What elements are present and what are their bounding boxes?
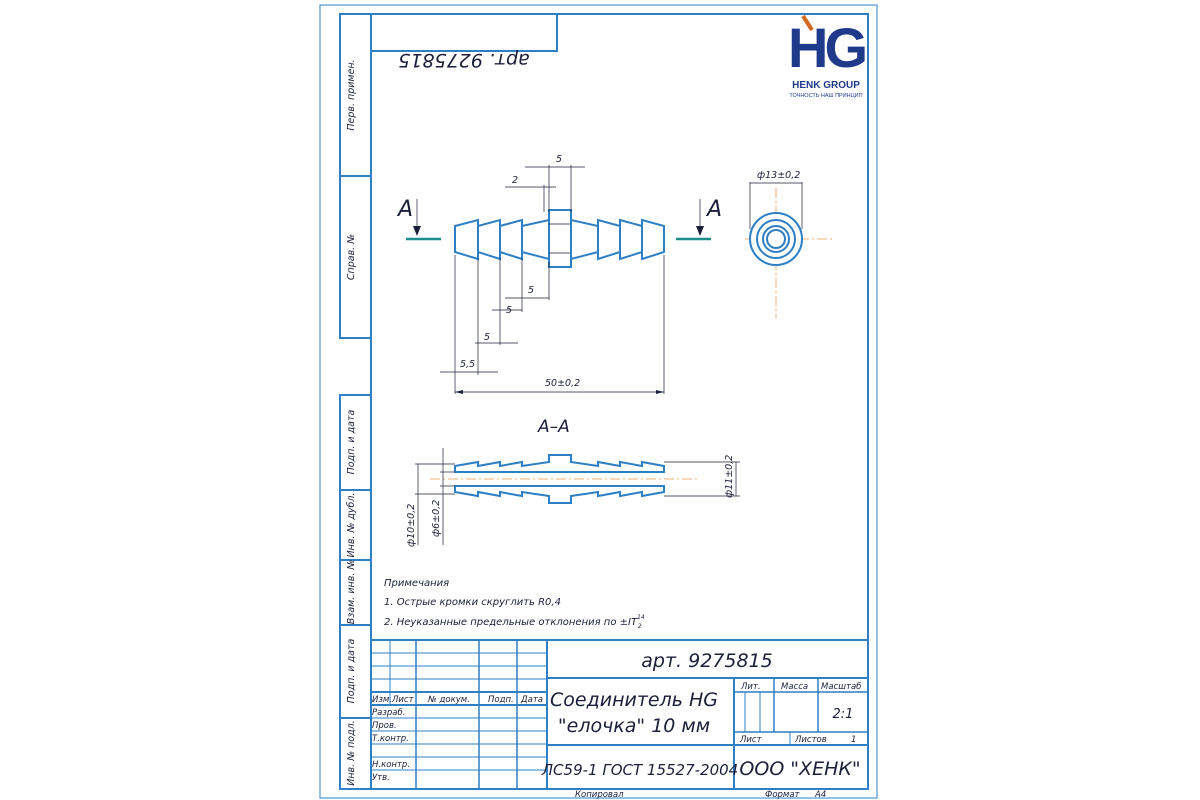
format-label: Формат xyxy=(765,790,801,800)
tb-company: ООО "ХЕНК" xyxy=(739,758,860,780)
logo-accent-icon xyxy=(801,14,814,32)
title-block: арт. 9275815 Соединитель HG "елочка" 10 … xyxy=(370,639,869,790)
dim-barb-diameter: ф11±0,2 xyxy=(724,455,735,498)
tb-row-razrab: Разраб. xyxy=(372,708,405,718)
notes: Примечания 1. Острые кромки скруглить R0… xyxy=(384,578,645,630)
tb-col-izm: Изм. xyxy=(372,695,392,705)
dim-end-barb: 5,5 xyxy=(460,359,475,370)
section-title: А–А xyxy=(537,417,570,437)
format-value: А4 xyxy=(814,790,826,800)
outer-frame xyxy=(319,4,878,799)
side-label-podp-data-1: Подп. и дата xyxy=(346,409,357,474)
end-view: ф13±0,2 xyxy=(745,170,835,318)
tb-article: арт. 9275815 xyxy=(641,650,772,672)
dim-bore-diameter: ф6±0,2 xyxy=(431,500,442,537)
side-label-inv-podl: Инв. № подл. xyxy=(346,720,357,786)
dim-barb-2: 5 xyxy=(506,305,512,316)
tb-masshtab: Масштаб xyxy=(821,682,861,692)
tb-list: Лист xyxy=(739,735,763,745)
side-label-inv-dubl: Инв. № дубл. xyxy=(346,493,357,558)
right-barbs xyxy=(570,218,665,261)
tb-col-podp: Подп. xyxy=(488,695,514,705)
dim-barb-1: 5 xyxy=(528,285,534,296)
section-marker-left: А xyxy=(396,197,413,222)
side-label-podp-data-2: Подп. и дата xyxy=(346,638,357,703)
section-marker-right: А xyxy=(705,197,722,222)
left-barbs xyxy=(454,218,550,261)
inner-frame xyxy=(370,13,869,790)
logo-tagline: ТОЧНОСТЬ НАШ ПРИНЦИП xyxy=(789,93,862,99)
notes-title: Примечания xyxy=(384,578,449,589)
logo-company: HENK GROUP xyxy=(792,80,860,91)
tb-col-data: Дата xyxy=(520,695,543,705)
tb-lit: Лит. xyxy=(740,682,761,692)
tb-row-tkontr: Т.контр. xyxy=(372,734,409,744)
dim-collar-step: 2 xyxy=(512,175,518,186)
dim-total-length: 50±0,2 xyxy=(545,378,580,389)
dim-hex-width: 5 xyxy=(556,154,562,165)
tb-name-line2: "елочка" 10 мм xyxy=(558,715,710,737)
note-1: 1. Острые кромки скруглить R0,4 xyxy=(384,597,561,608)
dim-outer-diameter: ф10±0,2 xyxy=(406,504,417,547)
company-logo: HG HENK GROUP ТОЧНОСТЬ НАШ ПРИНЦИП xyxy=(788,14,869,99)
tb-row-prov: Пров. xyxy=(372,721,397,731)
tb-row-nkontr: Н.контр. xyxy=(372,760,410,770)
tb-scale-value: 2:1 xyxy=(833,707,854,722)
dim-end-diameter: ф13±0,2 xyxy=(757,170,800,181)
tb-listov-value: 1 xyxy=(851,735,856,745)
tb-col-docum: № докум. xyxy=(427,695,470,705)
logo-mark: HG xyxy=(788,16,865,79)
tb-name-line1: Соединитель HG xyxy=(550,689,718,711)
main-view: А А xyxy=(396,154,722,394)
article-box-top: арт. 9275815 xyxy=(370,13,558,71)
side-strip: Перв. примен. Справ. № Подп. и дата Инв.… xyxy=(339,13,372,790)
kopiroval-label: Копировал xyxy=(575,790,624,800)
tb-row-utv: Утв. xyxy=(372,773,390,783)
note-2: 2. Неуказанные предельные отклонения по … xyxy=(384,614,645,630)
mirrored-article: арт. 9275815 xyxy=(398,49,529,71)
side-label-sprav-no: Справ. № xyxy=(346,234,357,280)
side-label-vzam-inv: Взам. инв. № xyxy=(346,560,357,625)
tb-material: ЛС59-1 ГОСТ 15527-2004 xyxy=(541,761,738,779)
dim-barb-3: 5 xyxy=(484,332,490,343)
tb-massa: Масса xyxy=(781,682,808,692)
hex-collar xyxy=(548,209,572,268)
section-view: А–А ф10±0,2 ф6±0,2 ф11±0,2 xyxy=(406,417,740,547)
tb-listov: Листов xyxy=(794,735,827,745)
tb-col-list: Лист xyxy=(391,695,415,705)
side-label-perv-primen: Перв. примен. xyxy=(346,59,357,130)
